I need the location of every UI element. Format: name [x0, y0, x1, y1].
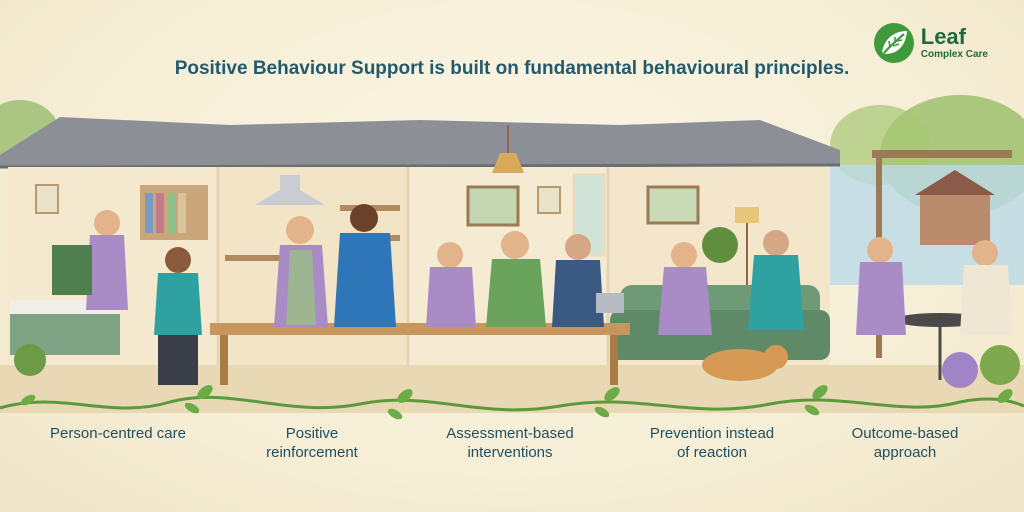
vine-divider	[0, 385, 1024, 420]
caption-prevention-instead-of-reaction: Prevention instead of reaction	[649, 425, 775, 461]
roof	[0, 117, 840, 167]
carer-with-clipboard	[154, 247, 202, 385]
wall-picture	[35, 184, 59, 214]
carer-with-cup	[960, 240, 1012, 335]
potted-plant	[14, 344, 46, 376]
floor-lamp	[735, 207, 759, 223]
principles-list: Person-centred care Positive reinforceme…	[0, 424, 1024, 484]
person-holding-clothes	[52, 210, 128, 310]
carer-in-green-sweater	[486, 231, 546, 327]
carer-with-laptop	[552, 234, 624, 327]
caption-positive-reinforcement: Positive reinforcement	[266, 425, 358, 461]
landscape-painting	[466, 185, 520, 227]
person-with-headphones	[658, 242, 712, 335]
logo-subtitle: Complex Care	[920, 49, 988, 60]
illustration-scene	[0, 95, 1024, 413]
neighbour-house	[920, 195, 990, 245]
leaf-logo-icon	[873, 23, 914, 63]
brand-logo[interactable]: Leaf Complex Care	[873, 22, 988, 64]
caption-assessment-based-interventions: Assessment-based interventions	[446, 425, 574, 461]
pendant-lamp	[492, 153, 524, 173]
house-illustration	[0, 95, 1024, 413]
person-in-garden	[856, 237, 906, 335]
person-chopping-vegetables	[274, 216, 328, 327]
carer-in-teal-shirt	[748, 230, 804, 330]
page-title: Positive Behaviour Support is built on f…	[174, 58, 850, 79]
dog	[702, 349, 778, 381]
cooker-hood	[255, 175, 325, 205]
caption-outcome-based-approach: Outcome-based approach	[851, 425, 959, 461]
person-reading	[426, 242, 476, 327]
pergola	[872, 150, 1012, 158]
logo-name: Leaf	[920, 24, 966, 49]
carer-in-blue-shirt	[334, 204, 396, 327]
caption-person-centred-care: Person-centred care	[50, 425, 186, 442]
